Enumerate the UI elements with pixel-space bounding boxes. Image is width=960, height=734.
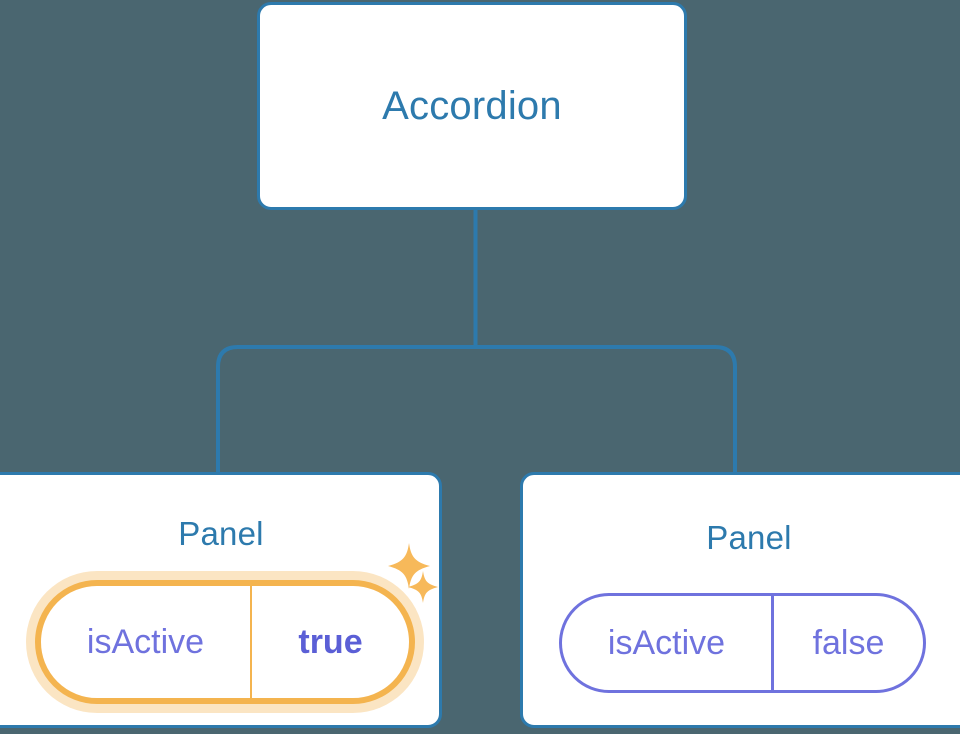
prop-value: true bbox=[298, 622, 363, 661]
prop-key: isActive bbox=[562, 596, 774, 690]
node-panel-left-label: Panel bbox=[178, 515, 264, 552]
node-panel-right[interactable]: Panel isActive false bbox=[520, 472, 960, 728]
connector-branch-left bbox=[216, 345, 476, 474]
prop-key: isActive bbox=[41, 586, 252, 698]
node-accordion-label: Accordion bbox=[382, 83, 562, 128]
node-panel-left[interactable]: Panel isActive true bbox=[0, 472, 442, 728]
prop-pill-isactive-true[interactable]: isActive true bbox=[35, 580, 415, 704]
prop-pill-isactive-false[interactable]: isActive false bbox=[559, 593, 926, 693]
node-accordion[interactable]: Accordion bbox=[257, 2, 687, 210]
connector-branch-right bbox=[475, 345, 737, 474]
node-panel-right-label: Panel bbox=[706, 519, 792, 556]
prop-value: false bbox=[812, 623, 885, 662]
